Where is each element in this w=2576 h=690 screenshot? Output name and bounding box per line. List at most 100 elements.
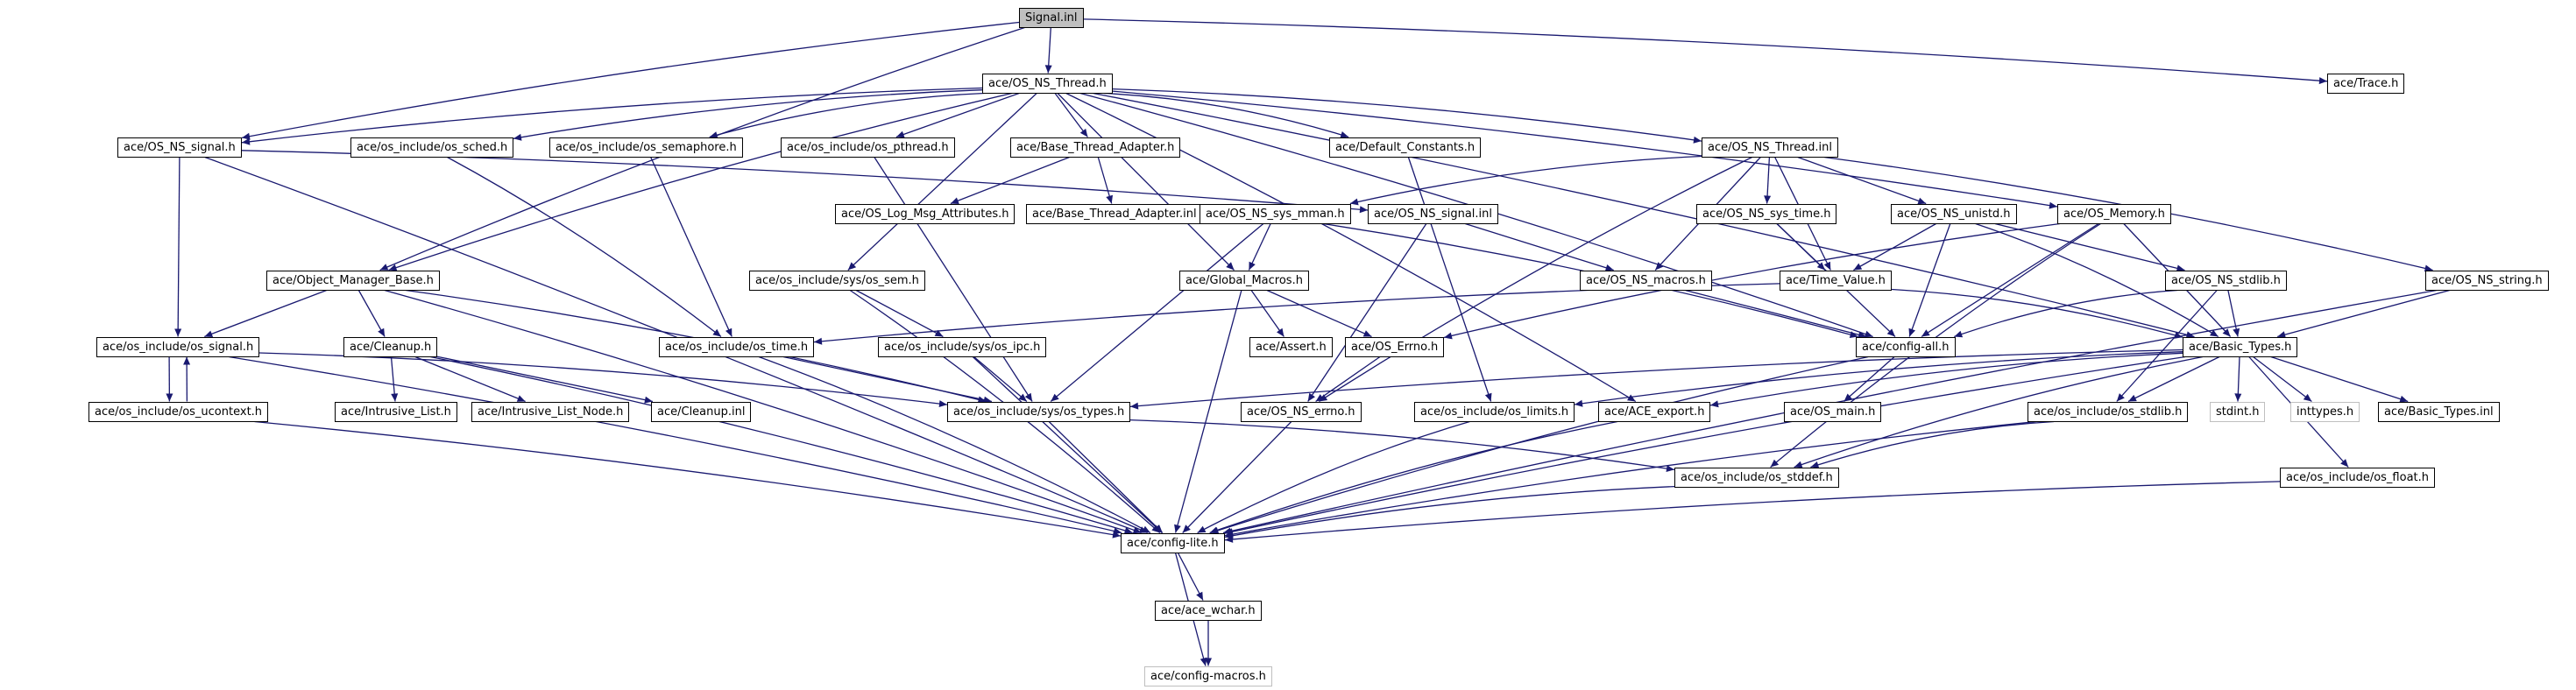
edge-os-ns-unistd-h-to-time-value-h: [1853, 224, 1936, 271]
edge-arrowhead: [2319, 77, 2327, 84]
edge-arrowhead: [1045, 65, 1052, 73]
node-os-ipc-h[interactable]: ace/os_include/sys/os_ipc.h: [878, 337, 1046, 357]
node-object-manager-base-h[interactable]: ace/Object_Manager_Base.h: [266, 271, 440, 291]
edge-arrowhead: [513, 134, 522, 141]
node-os-types-h[interactable]: ace/os_include/sys/os_types.h: [947, 402, 1130, 422]
node-trace-h[interactable]: ace/Trace.h: [2327, 74, 2404, 94]
node-os-semaphore-h[interactable]: ace/os_include/os_semaphore.h: [549, 137, 743, 158]
node-inttypes-h[interactable]: inttypes.h: [2290, 402, 2360, 422]
edge-os-stdlib-h-to-os-stddef-h: [1810, 422, 2054, 468]
edge-os-ipc-h-to-os-types-h: [974, 357, 1027, 402]
edge-arrowhead: [1350, 199, 1359, 206]
node-os-pthread-h[interactable]: ace/os_include/os_pthread.h: [781, 137, 955, 158]
node-os-main-h[interactable]: ace/OS_main.h: [1784, 402, 1881, 422]
edge-global-macros-h-to-os-errno-h: [1267, 291, 1372, 337]
edge-arrowhead: [1308, 393, 1315, 402]
edge-arrowhead: [1710, 400, 1719, 407]
node-os-ns-errno-h[interactable]: ace/OS_NS_errno.h: [1241, 402, 1362, 422]
node-signal-inl[interactable]: Signal.inl: [1019, 8, 1084, 28]
edge-os-ns-errno-h-to-config-lite-h: [1183, 422, 1292, 533]
edge-os-ns-stdlib-h-to-config-all-h: [1954, 291, 2177, 337]
edge-os-ns-thread-inl-to-os-ns-sys-mman-h: [1350, 157, 1702, 204]
node-config-lite-h[interactable]: ace/config-lite.h: [1121, 533, 1225, 553]
node-config-macros-h[interactable]: ace/config-macros.h: [1144, 666, 1272, 686]
node-cleanup-inl[interactable]: ace/Cleanup.inl: [651, 402, 751, 422]
edge-arrowhead: [166, 394, 173, 402]
node-basic-types-h[interactable]: ace/Basic_Types.h: [2183, 337, 2297, 357]
edge-global-macros-h-to-config-lite-h: [1176, 291, 1242, 533]
edge-os-types-h-to-config-lite-h: [1049, 422, 1163, 533]
edge-os-sem-h-to-os-ipc-h: [856, 291, 943, 337]
edge-arrowhead: [1694, 137, 1702, 144]
edge-os-ns-signal-h-to-os-signal-h: [178, 158, 180, 337]
node-base-thread-adapter-h[interactable]: ace/Base_Thread_Adapter.h: [1010, 137, 1180, 158]
edge-os-float-h-to-config-lite-h: [1225, 482, 2280, 540]
node-os-ns-signal-h[interactable]: ace/OS_NS_signal.h: [117, 137, 242, 158]
edge-arrowhead: [1277, 328, 1284, 337]
edge-os-ns-signal-inl-to-os-ns-errno-h: [1308, 224, 1426, 402]
edge-arrowhead: [174, 329, 181, 337]
node-os-ns-thread-h[interactable]: ace/OS_NS_Thread.h: [982, 74, 1113, 94]
edge-arrowhead: [1174, 525, 1181, 533]
edge-arrowhead: [951, 198, 959, 205]
edge-config-all-h-to-config-lite-h: [1210, 357, 1868, 533]
node-os-memory-h[interactable]: ace/OS_Memory.h: [2057, 204, 2171, 224]
node-os-sem-h[interactable]: ace/os_include/sys/os_sem.h: [749, 271, 925, 291]
edge-arrowhead: [939, 400, 947, 407]
node-os-ucontext-h[interactable]: ace/os_include/os_ucontext.h: [88, 402, 268, 422]
edge-arrowhead: [183, 357, 190, 365]
node-os-signal-h[interactable]: ace/os_include/os_signal.h: [96, 337, 259, 357]
node-global-macros-h[interactable]: ace/Global_Macros.h: [1179, 271, 1309, 291]
edge-arrowhead: [1921, 329, 1930, 336]
edge-os-errno-h-to-os-ns-errno-h: [1316, 357, 1380, 402]
edge-os-ns-thread-h-to-os-pthread-h: [896, 94, 1019, 137]
node-os-time-h[interactable]: ace/os_include/os_time.h: [659, 337, 814, 357]
node-intrusive-list-h[interactable]: ace/Intrusive_List.h: [335, 402, 457, 422]
node-os-ns-sys-mman-h[interactable]: ace/OS_NS_sys_mman.h: [1200, 204, 1351, 224]
node-intrusive-list-node-h[interactable]: ace/Intrusive_List_Node.h: [471, 402, 629, 422]
node-cleanup-h[interactable]: ace/Cleanup.h: [343, 337, 437, 357]
edge-os-sched-h-to-os-time-h: [448, 158, 722, 337]
node-os-ns-stdlib-h[interactable]: ace/OS_NS_stdlib.h: [2165, 271, 2287, 291]
edge-arrowhead: [1444, 333, 1453, 340]
node-base-thread-adapter-inl[interactable]: ace/Base_Thread_Adapter.inl: [1026, 204, 1203, 224]
edge-os-ns-thread-h-to-os-sem-h: [848, 94, 1037, 271]
node-os-ns-thread-inl[interactable]: ace/OS_NS_Thread.inl: [1702, 137, 1838, 158]
node-ace-export-h[interactable]: ace/ACE_export.h: [1598, 402, 1710, 422]
node-default-constants-h[interactable]: ace/Default_Constants.h: [1329, 137, 1481, 158]
node-os-ns-sys-time-h[interactable]: ace/OS_NS_sys_time.h: [1696, 204, 1836, 224]
edge-time-value-h-to-basic-types-h: [1892, 290, 2183, 338]
edge-arrowhead: [242, 138, 250, 145]
node-os-ns-macros-h[interactable]: ace/OS_NS_macros.h: [1580, 271, 1712, 291]
node-os-errno-h[interactable]: ace/OS_Errno.h: [1345, 337, 1444, 357]
edge-config-all-h-to-os-main-h: [1844, 357, 1895, 402]
edge-arrowhead: [2234, 393, 2241, 401]
edge-os-stdlib-h-to-config-lite-h: [1225, 422, 2036, 536]
edge-arrowhead: [814, 338, 822, 345]
edge-os-types-h-to-os-stddef-h: [1130, 420, 1674, 470]
node-ace-wchar-h[interactable]: ace/ace_wchar.h: [1155, 601, 1262, 621]
edge-basic-types-h-to-basic-types-inl: [2271, 357, 2408, 402]
edge-arrowhead: [1360, 206, 1368, 213]
node-stdint-h[interactable]: stdint.h: [2210, 402, 2265, 422]
node-time-value-h[interactable]: ace/Time_Value.h: [1780, 271, 1892, 291]
node-basic-types-inl[interactable]: ace/Basic_Types.inl: [2378, 402, 2500, 422]
edge-global-macros-h-to-assert-h: [1251, 291, 1284, 337]
node-os-float-h[interactable]: ace/os_include/os_float.h: [2280, 468, 2435, 488]
edge-arrowhead: [2049, 202, 2058, 209]
edge-os-time-h-to-config-lite-h: [759, 357, 1150, 533]
edge-arrowhead: [204, 331, 213, 337]
node-config-all-h[interactable]: ace/config-all.h: [1856, 337, 1956, 357]
node-os-ns-string-h[interactable]: ace/OS_NS_string.h: [2425, 271, 2549, 291]
edge-os-ns-thread-h-to-os-ns-thread-inl: [1113, 89, 1702, 142]
node-os-ns-signal-inl[interactable]: ace/OS_NS_signal.inl: [1368, 204, 1498, 224]
node-os-sched-h[interactable]: ace/os_include/os_sched.h: [350, 137, 513, 158]
node-os-stdlib-h[interactable]: ace/os_include/os_stdlib.h: [2028, 402, 2188, 422]
node-os-ns-unistd-h[interactable]: ace/OS_NS_unistd.h: [1891, 204, 2017, 224]
node-os-limits-h[interactable]: ace/os_include/os_limits.h: [1414, 402, 1575, 422]
node-os-stddef-h[interactable]: ace/os_include/os_stddef.h: [1674, 468, 1839, 488]
edge-os-signal-h-to-config-lite-h: [229, 357, 1122, 533]
node-os-log-msg-attributes-h[interactable]: ace/OS_Log_Msg_Attributes.h: [835, 204, 1015, 224]
node-assert-h[interactable]: ace/Assert.h: [1249, 337, 1333, 357]
